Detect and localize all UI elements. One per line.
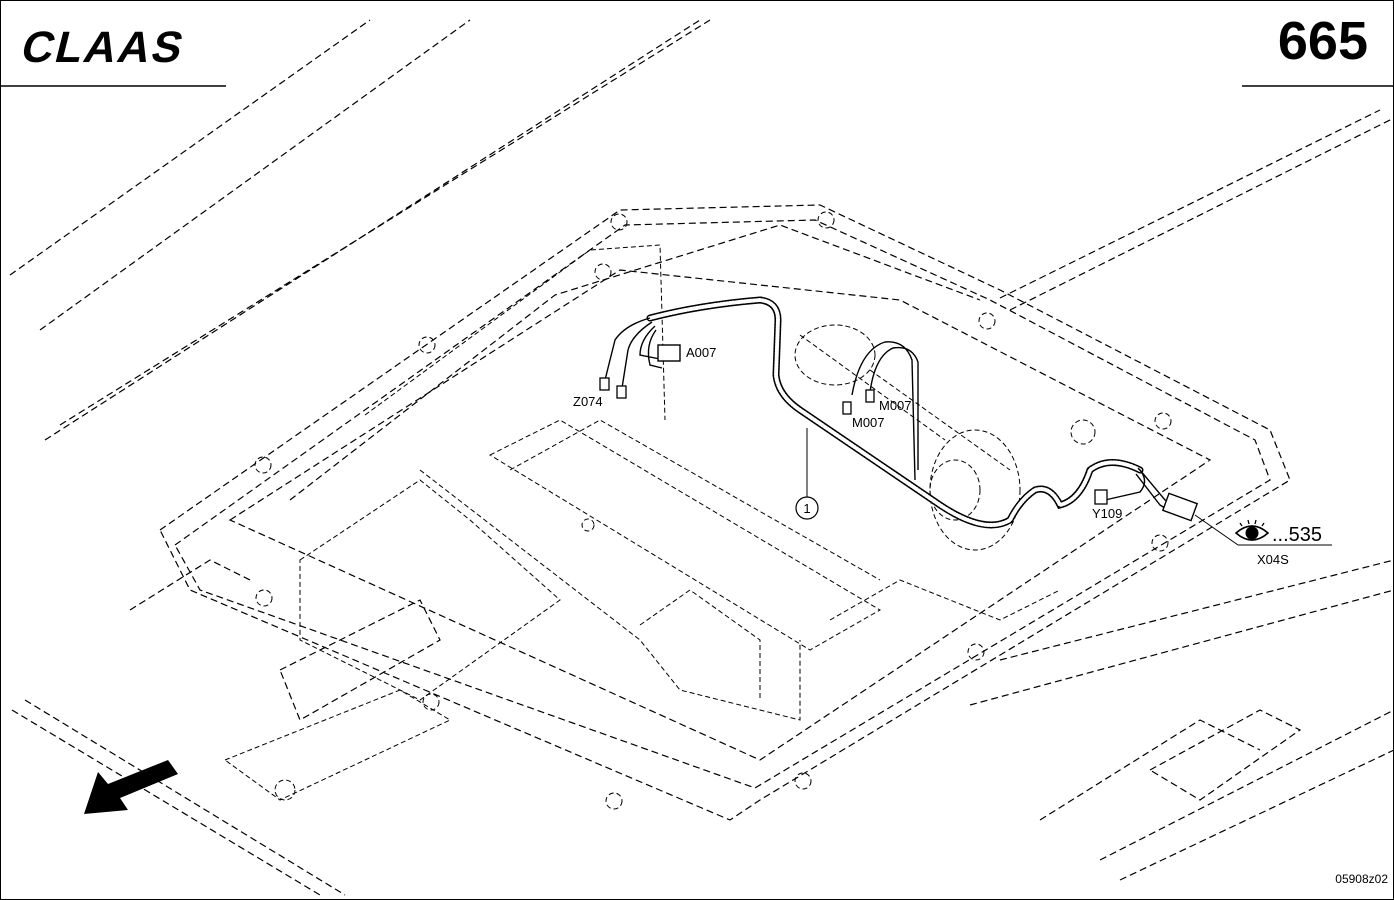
item-1-label: 1 [803, 501, 810, 516]
a007-label: A007 [686, 345, 716, 360]
arrow-down-left-icon [84, 760, 178, 814]
x04s-connector [1161, 492, 1199, 522]
svg-text:CLAAS: CLAAS [17, 24, 191, 72]
m007-connector-upper [865, 389, 875, 403]
a007-connector [657, 344, 681, 362]
claas-logo: CLAAS [17, 24, 191, 72]
m007-connector-lower [842, 401, 852, 415]
m007-label-upper: M007 [879, 398, 912, 413]
z074-label: Z074 [573, 394, 603, 409]
item-1-balloon [795, 496, 819, 520]
wiring-harness [599, 296, 1332, 546]
page-number: 665 [1277, 11, 1368, 71]
y109-connector [1094, 489, 1108, 505]
m007-label-lower: M007 [852, 415, 885, 430]
view-reference-label: ...535 [1272, 524, 1322, 546]
z074-connector-a [599, 377, 610, 391]
x04s-label: X04S [1257, 552, 1289, 567]
machine-outline [9, 19, 1394, 896]
drawing-code: 05908z02 [1335, 872, 1388, 886]
y109-label: Y109 [1092, 506, 1122, 521]
eye-icon [1234, 519, 1270, 541]
z074-connector-b [616, 385, 627, 399]
